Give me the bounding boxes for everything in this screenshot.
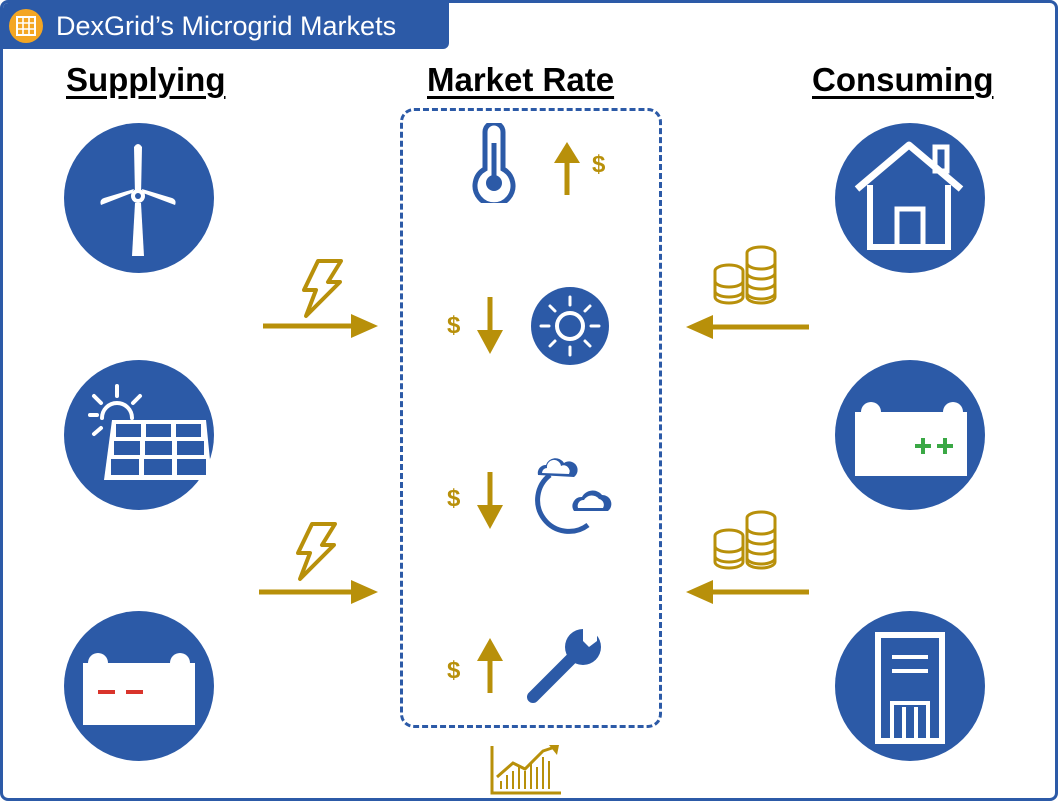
coins-icon [713,245,777,305]
sun-icon [531,287,609,365]
supplying-heading: Supplying [66,61,226,98]
house-icon [835,123,985,273]
coins-icon [713,510,777,570]
solar-panel-icon [64,360,214,510]
price-up-arrow [477,638,503,693]
battery-discharging-icon [64,611,214,761]
page-title: DexGrid’s Microgrid Markets [56,10,397,41]
title-bar: DexGrid’s Microgrid Markets [3,3,449,49]
building-icon [835,611,985,761]
battery-charging-icon [835,360,985,510]
currency-label: $ [447,312,461,339]
grid-icon [9,9,43,43]
market-rate-heading: Market Rate [427,61,615,98]
supply-arrow-upper [263,314,378,338]
market-rate-box [400,108,662,728]
wrench-icon [527,629,601,703]
price-down-arrow [477,297,503,354]
currency-label: $ [592,151,606,178]
thermometer-icon [472,123,516,203]
market-trend-icon [490,745,561,795]
supply-arrow-lower [259,580,378,604]
lightning-icon [302,259,343,318]
price-up-arrow [554,142,580,195]
currency-label: $ [447,485,461,512]
payment-arrow-upper [686,315,809,339]
payment-arrow-lower [686,580,809,604]
wind-turbine-icon [64,123,214,273]
clouds-icon [535,458,612,534]
currency-label: $ [447,657,461,684]
consuming-heading: Consuming [812,61,994,98]
lightning-icon [296,522,337,581]
price-down-arrow [477,472,503,529]
